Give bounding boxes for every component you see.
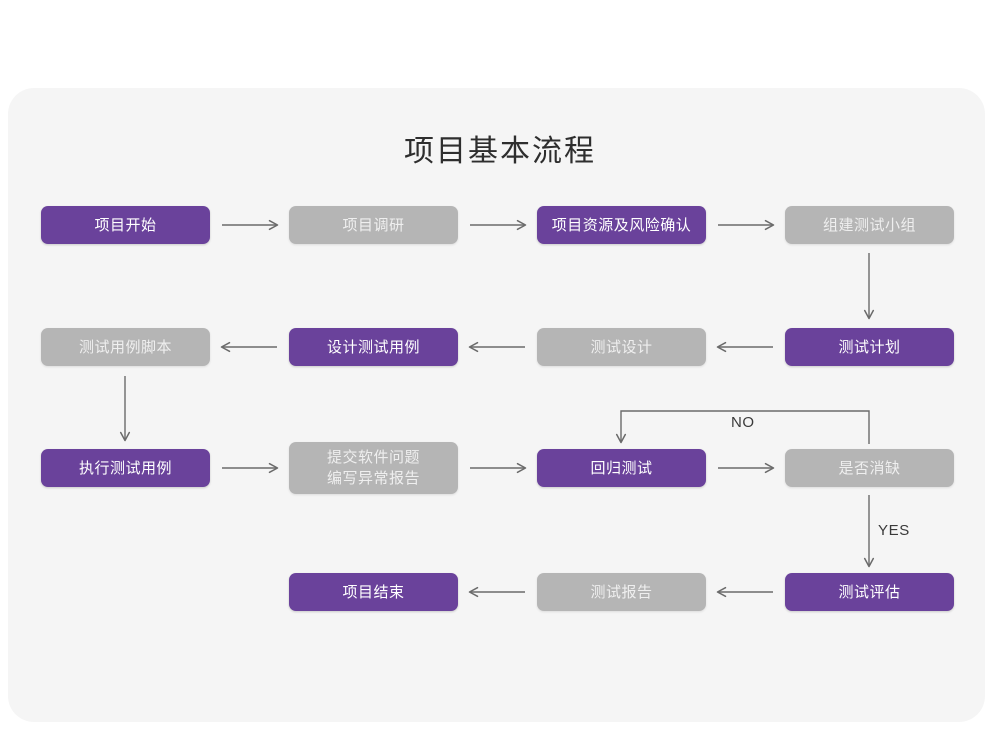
flow-node-resource-risk-confirm[interactable]: 项目资源及风险确认	[537, 206, 706, 244]
flow-node-execute-test-case[interactable]: 执行测试用例	[41, 449, 210, 487]
edge-label-no: NO	[731, 414, 755, 431]
page-title: 项目基本流程	[404, 135, 596, 168]
flow-node-submit-defect-report[interactable]: 提交软件问题 编写异常报告	[289, 442, 458, 494]
edge-label-yes: YES	[878, 522, 910, 539]
flow-node-project-start[interactable]: 项目开始	[41, 206, 210, 244]
flow-node-test-plan[interactable]: 测试计划	[785, 328, 954, 366]
flow-node-regression-test[interactable]: 回归测试	[537, 449, 706, 487]
diagram-panel	[8, 88, 985, 722]
flow-node-design-test-case[interactable]: 设计测试用例	[289, 328, 458, 366]
flow-node-defect-resolved-decision[interactable]: 是否消缺	[785, 449, 954, 487]
flow-node-test-case-script[interactable]: 测试用例脚本	[41, 328, 210, 366]
flow-node-test-report[interactable]: 测试报告	[537, 573, 706, 611]
flow-node-test-design[interactable]: 测试设计	[537, 328, 706, 366]
flow-node-build-test-team[interactable]: 组建测试小组	[785, 206, 954, 244]
flow-node-test-evaluation[interactable]: 测试评估	[785, 573, 954, 611]
flow-node-project-end[interactable]: 项目结束	[289, 573, 458, 611]
flow-node-project-research[interactable]: 项目调研	[289, 206, 458, 244]
